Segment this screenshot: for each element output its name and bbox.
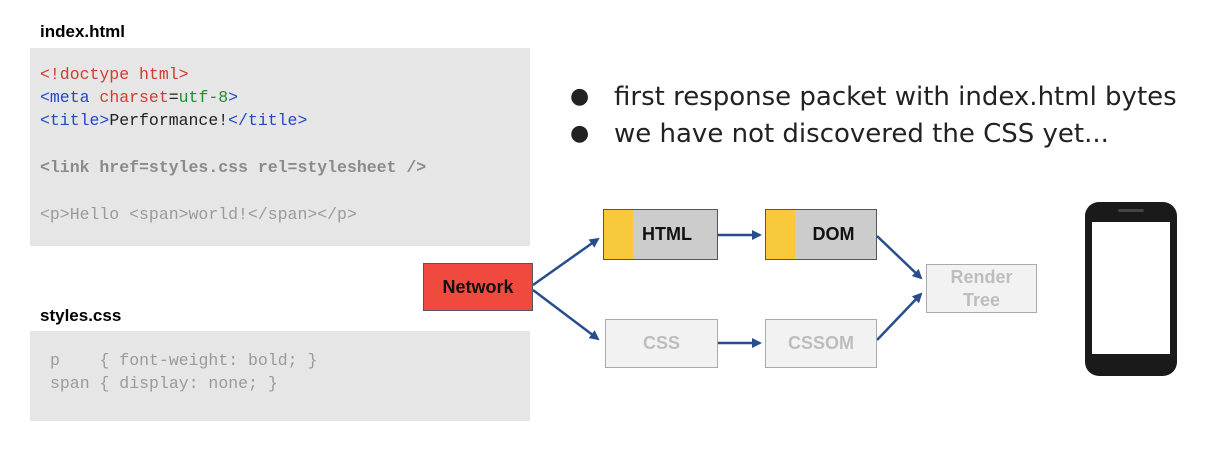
index-html-code-box: <!doctype html> <meta charset=utf-8> <ti… [30,48,530,246]
render-tree-label-line1: Render [950,266,1013,287]
network-label: Network [442,276,514,297]
styles-css-title: styles.css [40,306,122,325]
phone-icon [1085,202,1177,376]
bullet-dot: ● [570,84,590,109]
bullet-text: we have not discovered the CSS yet... [614,118,1109,149]
css-line-p: p { font-weight: bold; } [50,351,318,370]
bullet-dot: ● [570,121,590,146]
css-node: CSS [605,319,718,368]
code-token: = [168,88,179,107]
html-node: HTML [603,209,718,260]
code-token: <meta [40,88,100,107]
code-token: <p>Hello <span>world!</span></p> [40,205,357,224]
css-label: CSS [642,333,680,353]
code-token: </title> [228,111,308,130]
code-token: charset [99,88,169,107]
code-line-link: <link href=styles.css rel=stylesheet /> [40,158,426,177]
arrow-network-to-html [532,237,600,287]
code-line-body: <p>Hello <span>world!</span></p> [40,205,357,224]
code-token: <!doctype html> [40,65,189,84]
network-node: Network [423,263,533,311]
dom-progress-marker [766,210,795,259]
code-line-meta: <meta charset=utf-8> [40,88,238,107]
code-line-doctype: <!doctype html> [40,65,189,84]
code-token: <link href=styles.css rel=stylesheet /> [40,158,427,177]
code-token: Performance! [109,111,229,130]
render-tree-label-line2: Tree [962,289,1001,310]
code-token: <title> [40,111,110,130]
bullet-list: ● first response packet with index.html … [570,78,1177,152]
arrow-cssom-to-render-tree [876,292,923,341]
dom-node: DOM [765,209,877,260]
code-token: > [228,88,239,107]
styles-css-code-box: p { font-weight: bold; } span { display:… [30,331,530,421]
arrow-network-to-css [532,289,600,341]
render-tree-node: Render Tree [926,264,1037,313]
bullet-item: ● first response packet with index.html … [570,78,1177,115]
cssom-label: CSSOM [787,333,854,353]
bullet-item: ● we have not discovered the CSS yet... [570,115,1177,152]
index-html-title: index.html [40,22,126,41]
cssom-node: CSSOM [765,319,877,368]
arrow-dom-to-render-tree [876,235,923,280]
code-line-title: <title>Performance!</title> [40,111,307,130]
html-label: HTML [642,224,692,244]
bullet-text: first response packet with index.html by… [614,81,1177,112]
dom-label: DOM [812,224,855,244]
css-line-span: span { display: none; } [50,374,278,393]
code-token: utf-8 [178,88,229,107]
html-progress-marker [604,210,633,259]
